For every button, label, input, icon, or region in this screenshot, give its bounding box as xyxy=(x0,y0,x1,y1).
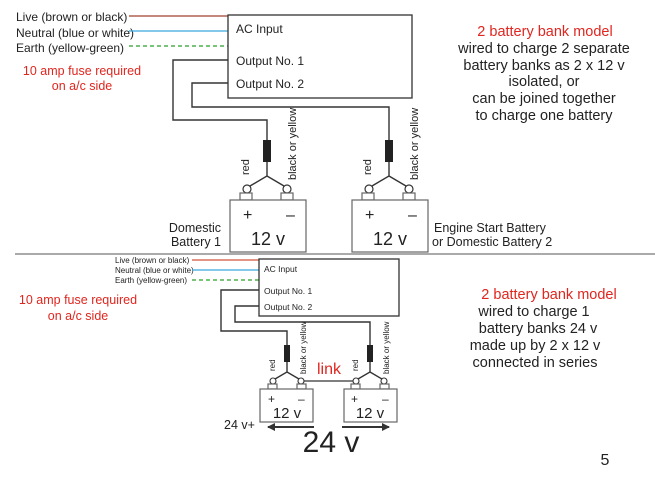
battery-plus-sign: + xyxy=(351,392,358,406)
fuse-note-line-2: on a/c side xyxy=(52,79,113,93)
cable-1-negative-label: black or yellow xyxy=(287,108,299,180)
cable-2-fuse-icon xyxy=(385,140,393,162)
cable-1-negative-label: black or yellow xyxy=(299,321,308,374)
battery-plus-sign: + xyxy=(268,392,275,406)
output-2-cable xyxy=(191,82,390,140)
top-description-line-1: wired to charge 2 separate xyxy=(457,41,630,57)
top-description-line-2: battery banks as 2 x 12 v xyxy=(463,58,625,74)
cable-2-negative-label: black or yellow xyxy=(409,108,421,180)
battery-terminal-positive xyxy=(267,383,278,390)
battery-body xyxy=(229,199,307,253)
battery-2-negative-clamp-icon xyxy=(404,184,414,194)
output-1-cable xyxy=(220,289,288,345)
top-diagram: Live (brown or black) Neutral (blue or w… xyxy=(16,10,630,253)
page-number: 5 xyxy=(601,452,610,469)
legend-neutral-label: Neutral (blue or white) xyxy=(16,26,134,40)
battery-2-positive-clamp-icon xyxy=(364,184,374,194)
top-description-title: 2 battery bank model xyxy=(477,24,612,40)
battery-terminal-positive xyxy=(239,192,253,201)
output-1-cable xyxy=(172,59,268,140)
top-description-line-4: can be joined together xyxy=(472,91,616,107)
top-battery-2: + – 12 v xyxy=(351,192,429,253)
legend-neutral-label: Neutral (blue or white) xyxy=(115,266,194,275)
bottom-description-line-3: made up by 2 x 12 v xyxy=(470,338,601,354)
cable-2-split xyxy=(371,162,407,187)
bottom-description-line-1: wired to charge 1 xyxy=(477,304,589,320)
battery-body xyxy=(343,388,398,423)
battery-voltage: 12 v xyxy=(356,405,385,422)
battery-2-negative-clamp-icon xyxy=(380,377,388,385)
cable-1-split xyxy=(274,362,300,380)
cable-2-positive-label: red xyxy=(351,359,360,371)
battery-voltage: 12 v xyxy=(273,405,302,422)
battery-minus-sign: – xyxy=(382,392,389,406)
bottom-diagram: Live (brown or black) Neutral (blue or w… xyxy=(19,256,617,459)
cable-1-split xyxy=(249,162,285,187)
bottom-description-line-2: battery banks 24 v xyxy=(479,321,598,337)
battery-terminal-negative xyxy=(280,192,294,201)
top-description-line-5: to charge one battery xyxy=(475,108,613,124)
battery-voltage: 12 v xyxy=(373,229,407,249)
charger-output-2-label: Output No. 2 xyxy=(264,302,312,312)
bottom-description-title: 2 battery bank model xyxy=(481,287,616,303)
battery-plus-sign: + xyxy=(243,207,252,224)
charger-box xyxy=(258,258,400,317)
charger-output-1-label: Output No. 1 xyxy=(236,54,304,68)
charger-output-2-label: Output No. 2 xyxy=(236,77,304,91)
cable-2-negative-label: black or yellow xyxy=(382,321,391,374)
cable-2-split xyxy=(357,362,383,380)
battery-minus-sign: – xyxy=(408,207,417,224)
legend-live-label: Live (brown or black) xyxy=(16,10,127,24)
legend-earth-label: Earth (yellow-green) xyxy=(115,276,187,285)
battery-terminal-negative xyxy=(402,192,416,201)
cable-2-fuse-icon xyxy=(367,345,373,362)
cable-1-positive-label: red xyxy=(268,359,277,371)
cable-1-fuse-icon xyxy=(263,140,271,162)
fuse-note-line-1: 10 amp fuse required xyxy=(19,293,137,307)
battery-terminal-negative xyxy=(296,383,307,390)
fuse-note-line-2: on a/c side xyxy=(48,309,109,323)
legend-earth-label: Earth (yellow-green) xyxy=(16,41,124,55)
battery-1-positive-clamp-icon xyxy=(269,377,277,385)
battery-terminal-positive xyxy=(350,383,361,390)
cable-2-positive-label: red xyxy=(362,159,374,175)
battery-minus-sign: – xyxy=(298,392,305,406)
charger-output-1-label: Output No. 1 xyxy=(264,286,312,296)
bottom-description-line-4: connected in series xyxy=(473,355,598,371)
battery-1-label-line-1: Domestic xyxy=(169,221,221,235)
battery-1-label-line-2: Battery 1 xyxy=(171,235,221,249)
battery-terminal-negative xyxy=(379,383,390,390)
charger-ac-input-label: AC Input xyxy=(264,264,298,274)
battery-body xyxy=(259,388,314,423)
battery-voltage: 12 v xyxy=(251,229,285,249)
total-voltage-label: 24 v xyxy=(303,426,360,459)
battery-minus-sign: – xyxy=(286,207,295,224)
cable-1-fuse-icon xyxy=(284,345,290,362)
top-description-line-3: isolated, or xyxy=(509,74,580,90)
battery-1-positive-clamp-icon xyxy=(242,184,252,194)
battery-1-negative-clamp-icon xyxy=(282,184,292,194)
fuse-note-line-1: 10 amp fuse required xyxy=(23,64,141,78)
bottom-battery-1: + – 12 v xyxy=(259,383,314,423)
battery-plus-sign: + xyxy=(365,207,374,224)
legend-live-label: Live (brown or black) xyxy=(115,256,190,265)
top-battery-1: + – 12 v xyxy=(229,192,307,253)
link-label: link xyxy=(317,361,342,378)
output-2-cable xyxy=(234,305,371,345)
battery-2-label-line-2: or Domestic Battery 2 xyxy=(432,235,552,249)
battery-2-positive-clamp-icon xyxy=(352,377,360,385)
battery-terminal-positive xyxy=(361,192,375,201)
charger-box xyxy=(227,14,413,99)
bottom-battery-2: + – 12 v xyxy=(343,383,398,423)
battery-1-negative-clamp-icon xyxy=(297,377,305,385)
charger-ac-input-label: AC Input xyxy=(236,22,283,36)
battery-body xyxy=(351,199,429,253)
positive-terminal-label: 24 v+ xyxy=(224,418,255,432)
battery-2-label-line-1: Engine Start Battery xyxy=(434,221,547,235)
cable-1-positive-label: red xyxy=(240,159,252,175)
